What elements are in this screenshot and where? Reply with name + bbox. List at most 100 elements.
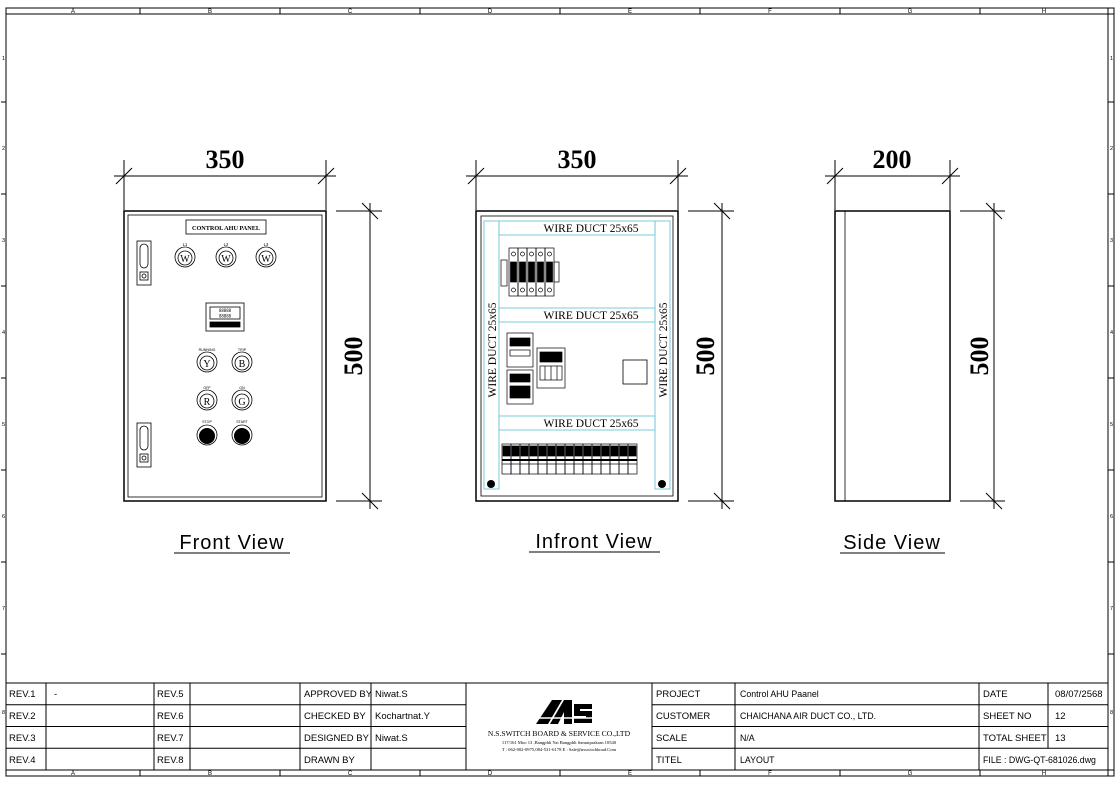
row-label-left: 2 bbox=[2, 146, 5, 152]
duct-label-right: WIRE DUCT 25x65 bbox=[658, 302, 670, 397]
front-view-caption: Front View bbox=[179, 532, 284, 554]
pilot-lamp-symbol: W bbox=[221, 254, 231, 265]
revision-label: REV.6 bbox=[157, 711, 184, 722]
column-label-bottom: H bbox=[1042, 771, 1046, 777]
revision-label: REV.2 bbox=[9, 711, 36, 722]
indicator-lamp-lens bbox=[234, 355, 250, 371]
column-label-bottom: E bbox=[628, 771, 632, 777]
meter-line-1: 88888 bbox=[219, 308, 232, 313]
stop-button-ring bbox=[196, 424, 218, 446]
company-name: N.S.SWITCH BOARD & SERVICE CO.,LTD bbox=[488, 729, 631, 738]
wire-ducts bbox=[483, 220, 671, 490]
terminal-blocks bbox=[501, 443, 638, 475]
revision-label: REV.1 bbox=[9, 689, 36, 700]
indicator-lamp-symbol: B bbox=[239, 359, 246, 370]
pilot-lamp-label: L3 bbox=[264, 242, 269, 247]
side-view: 200 500 Side View bbox=[825, 145, 1005, 554]
duct-label-top: WIRE DUCT 25x65 bbox=[544, 223, 639, 235]
indicator-lamp-label: TRIP bbox=[238, 348, 247, 352]
front-door bbox=[127, 214, 323, 498]
infront-enclosure bbox=[475, 210, 679, 502]
meter-line-2: 88888 bbox=[219, 314, 232, 319]
start-button-label: START bbox=[236, 420, 248, 424]
pilot-lamp-label: L1 bbox=[183, 242, 188, 247]
column-ticks bbox=[139, 8, 981, 776]
pilot-lamp: L2W bbox=[215, 242, 237, 268]
pilot-lamp-ring bbox=[215, 246, 237, 268]
indicator-lamp-label: RUNNING bbox=[199, 348, 216, 352]
front-view: 350 500 CONTROL AHU PANEL L bbox=[114, 145, 382, 554]
pilot-lamp: L3W bbox=[255, 242, 277, 268]
front-enclosure bbox=[123, 210, 327, 502]
duct-label-left: WIRE DUCT 25x65 bbox=[487, 302, 499, 397]
approval-value: Niwat.S bbox=[375, 733, 408, 744]
indicator-lamp-lens bbox=[234, 393, 250, 409]
indicator-lamp-lens bbox=[199, 393, 215, 409]
project-info-value: CHAICHANA AIR DUCT CO., LTD. bbox=[740, 711, 876, 721]
infront-width-dimension bbox=[466, 160, 688, 210]
approval-value: Niwat.S bbox=[375, 689, 408, 700]
approval-label: CHECKED BY bbox=[304, 711, 366, 722]
nameplate-text: CONTROL AHU PANEL bbox=[192, 225, 260, 232]
row-label-left: 1 bbox=[2, 56, 5, 62]
indicator-lamp-ring bbox=[196, 351, 218, 373]
indicator-lamp-label: ON bbox=[239, 386, 245, 390]
stop-button-label: STOP bbox=[202, 420, 212, 424]
front-width-label: 350 bbox=[206, 145, 245, 174]
indicator-lamp-ring bbox=[231, 389, 253, 411]
row-label-right: 8 bbox=[1110, 710, 1113, 716]
row-label-right: 2 bbox=[1110, 146, 1113, 152]
column-label-bottom: A bbox=[71, 771, 75, 777]
pilot-lamp-label: L2 bbox=[224, 242, 229, 247]
approval-label: APPROVED BY bbox=[304, 689, 373, 700]
revision-value: - bbox=[54, 689, 57, 700]
circuit-breakers bbox=[500, 247, 560, 297]
pilot-lamp-lens bbox=[258, 250, 274, 266]
infront-height-dimension bbox=[688, 202, 734, 510]
side-view-caption: Side View bbox=[843, 532, 941, 554]
project-info-value: Control AHU Paanel bbox=[740, 689, 819, 699]
sheet-info-label: TOTAL SHEET bbox=[983, 733, 1047, 744]
pilot-lamp-ring bbox=[255, 246, 277, 268]
infront-width-label: 350 bbox=[558, 145, 597, 174]
approval-label: DESIGNED BY bbox=[304, 733, 370, 744]
project-info-value: LAYOUT bbox=[740, 755, 775, 765]
column-label-bottom: F bbox=[768, 771, 772, 777]
side-enclosure bbox=[834, 210, 951, 502]
file-name: FILE : DWG-QT-681026.dwg bbox=[983, 755, 1096, 765]
pilot-lamp-lens bbox=[177, 250, 193, 266]
project-info-label: CUSTOMER bbox=[656, 711, 710, 722]
column-label-bottom: B bbox=[208, 771, 212, 777]
front-height-label: 500 bbox=[339, 337, 368, 376]
sheet-border bbox=[5, 7, 1115, 777]
column-label-top: B bbox=[208, 9, 212, 15]
mounting-plate bbox=[480, 215, 674, 497]
row-label-right: 6 bbox=[1110, 514, 1113, 520]
column-label-top: A bbox=[71, 9, 75, 15]
column-label-top: H bbox=[1042, 9, 1046, 15]
row-ticks bbox=[1, 101, 1114, 655]
indicator-lamp: ON G bbox=[231, 386, 253, 411]
push-buttons: STOP START bbox=[196, 420, 253, 446]
sheet-info-value: 12 bbox=[1055, 711, 1066, 722]
pilot-lamp: L1W bbox=[174, 242, 196, 268]
revision-label: REV.8 bbox=[157, 755, 184, 766]
company-address: 117/161 Moo 13 ,Bangphli Yai Bangphli Sa… bbox=[502, 740, 617, 746]
row-label-left: 4 bbox=[2, 330, 5, 336]
company-logo bbox=[528, 700, 600, 724]
title-block bbox=[5, 682, 1109, 771]
indicator-lamp-ring bbox=[196, 389, 218, 411]
side-width-label: 200 bbox=[873, 145, 912, 174]
pilot-lamp-ring bbox=[174, 246, 196, 268]
indicator-lamp: TRIP B bbox=[231, 348, 253, 373]
start-button bbox=[234, 428, 250, 444]
revision-label: REV.3 bbox=[9, 733, 36, 744]
duct-label-bottom: WIRE DUCT 25x65 bbox=[544, 418, 639, 430]
indicator-lamp-symbol: G bbox=[238, 397, 245, 408]
project-info-label: PROJECT bbox=[656, 689, 701, 700]
column-label-bottom: G bbox=[908, 771, 913, 777]
indicator-lamp-label: OFF bbox=[203, 386, 211, 390]
sheet-info-value: 13 bbox=[1055, 733, 1066, 744]
side-height-dimension bbox=[960, 202, 1005, 510]
